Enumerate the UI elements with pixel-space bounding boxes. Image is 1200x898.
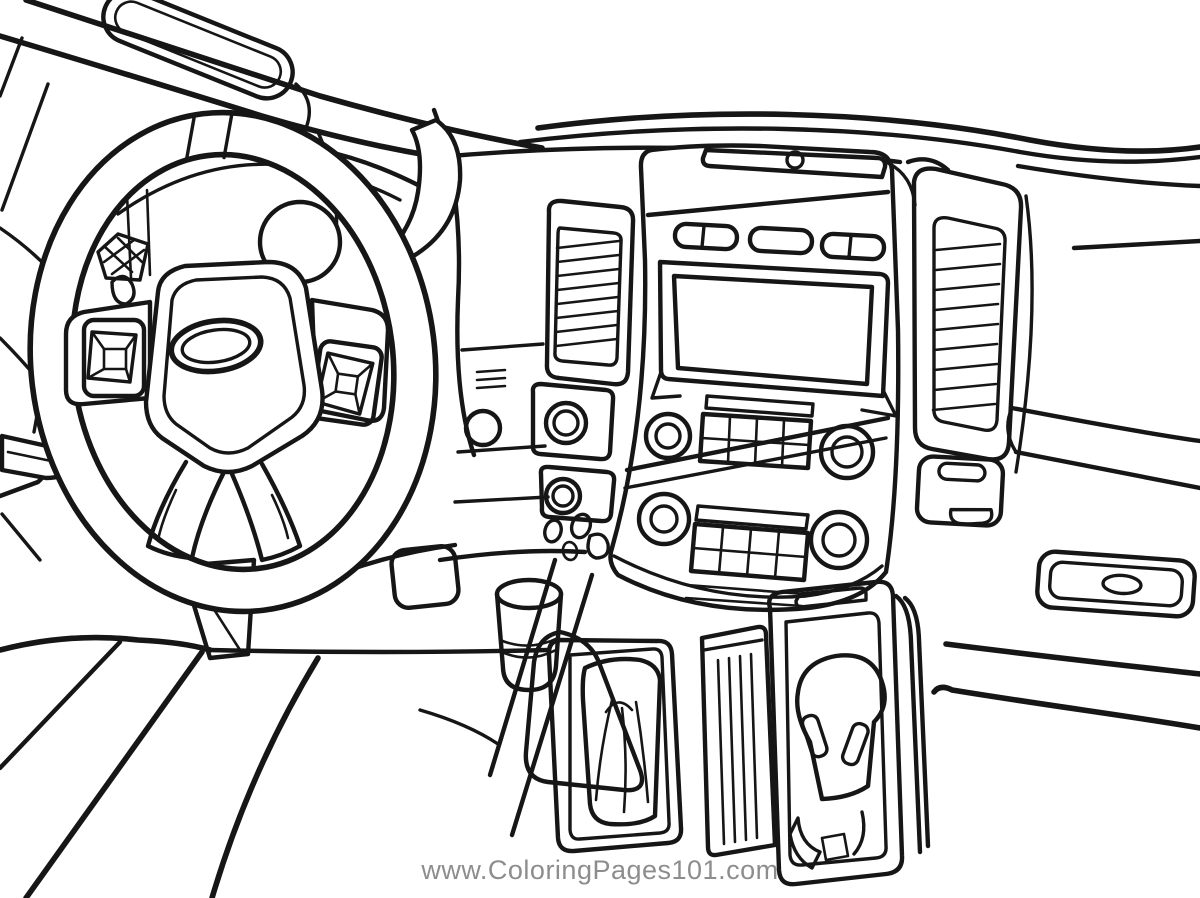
temperature-knob xyxy=(808,509,870,571)
site-url-watermark: www.ColoringPages101.com xyxy=(421,855,779,885)
console-bin-cup xyxy=(494,577,564,693)
hazard-button-row xyxy=(672,221,887,262)
steering-wheel xyxy=(27,109,439,615)
lower-spokes xyxy=(145,459,303,563)
left-button-pad xyxy=(81,317,147,399)
left-knob-panel xyxy=(530,381,617,562)
left-spoke xyxy=(63,299,153,407)
dash-pocket xyxy=(389,544,461,610)
dash-top-tray xyxy=(700,147,888,180)
wheel-rim xyxy=(27,109,439,615)
ribbed-trim-strip xyxy=(699,624,778,858)
center-console xyxy=(418,548,931,887)
volume-knob xyxy=(543,400,589,446)
seat-bolster xyxy=(523,629,645,793)
phone-cradle xyxy=(795,653,887,802)
passenger-dash xyxy=(931,405,1200,731)
touchscreen xyxy=(650,259,898,418)
vent-compartment xyxy=(914,454,1006,528)
driver-seat xyxy=(0,629,645,898)
tune-knob xyxy=(643,411,693,461)
sensor-dot xyxy=(785,150,805,170)
brand-logo-oval xyxy=(168,317,264,375)
left-dash-vent xyxy=(544,198,636,387)
wheel-hub xyxy=(143,259,325,475)
screen-display xyxy=(671,273,875,387)
glove-box-handle xyxy=(1035,549,1197,619)
right-dash-vent xyxy=(905,157,1034,528)
start-button xyxy=(463,408,503,448)
fan-knob xyxy=(636,491,692,547)
crosshatch-detail xyxy=(96,232,150,306)
rim-center-stripe xyxy=(185,112,234,160)
shifter-boot-frame xyxy=(546,637,684,854)
center-stack xyxy=(530,143,917,613)
climate-control-row xyxy=(636,491,870,608)
column-shroud xyxy=(179,557,257,661)
shifter-boot xyxy=(580,656,663,827)
cup-holder-console xyxy=(767,579,905,887)
